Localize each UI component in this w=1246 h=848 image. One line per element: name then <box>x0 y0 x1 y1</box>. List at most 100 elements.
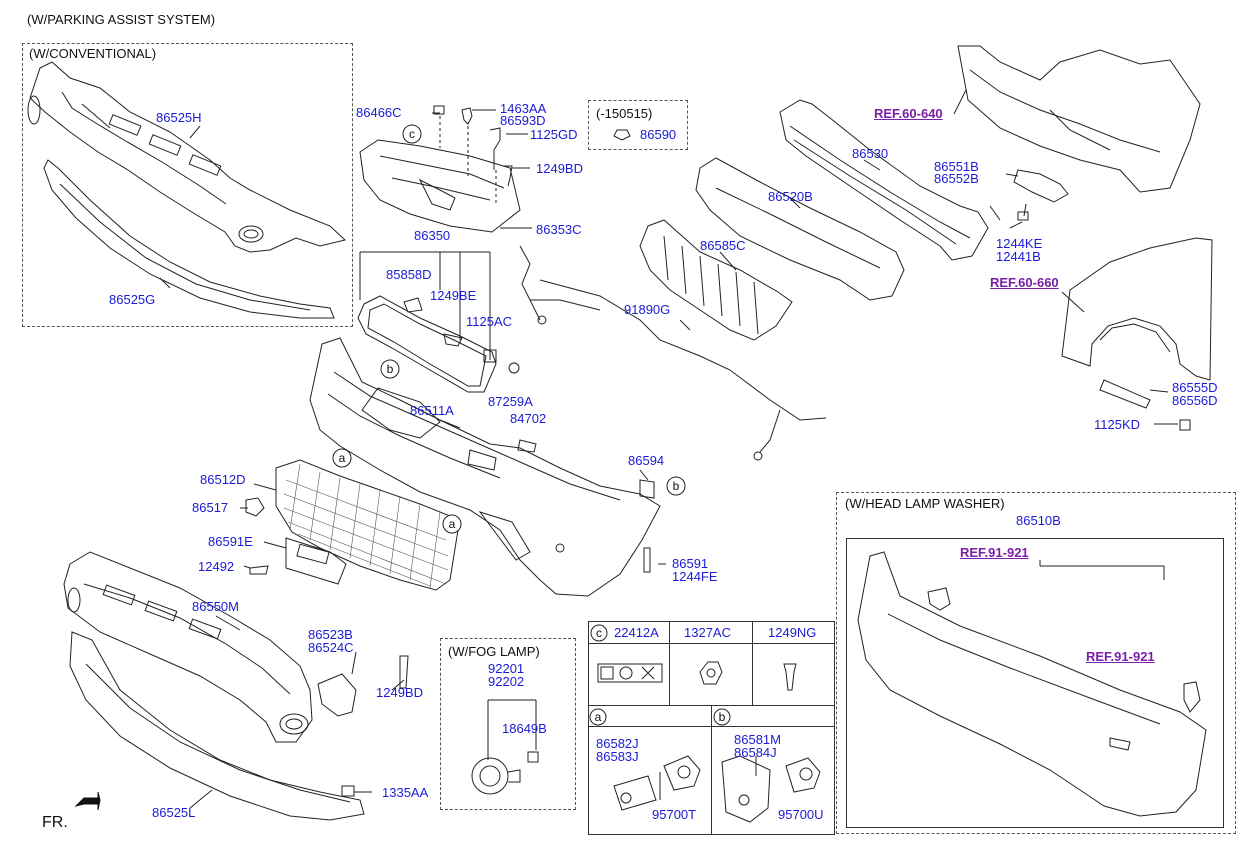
screw-icon <box>783 663 797 691</box>
part-92202[interactable]: 92202 <box>488 674 525 689</box>
section-date-range: (-150515) <box>596 106 653 121</box>
front-direction-label: FR. <box>42 814 68 831</box>
section-head-lamp-washer: (W/HEAD LAMP WASHER) <box>845 496 1005 511</box>
beam-86530 <box>779 99 989 261</box>
part-86510B[interactable]: 86510B <box>1016 513 1061 528</box>
table-col-1249NG[interactable]: 1249NG <box>768 625 817 640</box>
part-1249BE[interactable]: 1249BE <box>430 288 477 303</box>
callout-b-2: b <box>673 479 680 493</box>
part-91890G[interactable]: 91890G <box>624 302 671 317</box>
callout-a-2: a <box>449 517 456 531</box>
part-86594[interactable]: 86594 <box>628 453 665 468</box>
part-1249BD-top[interactable]: 1249BD <box>536 161 583 176</box>
part-86525L[interactable]: 86525L <box>152 805 196 820</box>
part-1125GD[interactable]: 1125GD <box>530 127 578 142</box>
part-86550M[interactable]: 86550M <box>192 599 239 614</box>
strip-86525G <box>43 159 335 319</box>
date-range-box <box>588 100 688 150</box>
part-86591E[interactable]: 86591E <box>208 534 253 549</box>
part-86517[interactable]: 86517 <box>192 500 229 515</box>
ref-91-921-a[interactable]: REF.91-921 <box>960 545 1029 560</box>
plate-86591E <box>285 537 347 585</box>
shield-86353C <box>359 139 521 233</box>
part-86511A[interactable]: 86511A <box>410 403 454 418</box>
fog-lamp <box>471 757 509 795</box>
part-85858D[interactable]: 85858D <box>386 267 432 282</box>
carrier-panel <box>957 45 1201 193</box>
bumper-86510B <box>857 551 1207 817</box>
part-86552B[interactable]: 86552B <box>934 171 979 186</box>
callout-b-1: b <box>387 362 394 376</box>
nut-icon <box>699 661 723 685</box>
callout-c-1: c <box>409 127 415 141</box>
head-lamp-washer-box <box>836 492 1236 834</box>
table-part-86584J[interactable]: 86584J <box>734 745 777 760</box>
table-part-95700U[interactable]: 95700U <box>778 807 824 822</box>
table-callout-c: c <box>596 626 602 640</box>
part-86524C[interactable]: 86524C <box>308 640 354 655</box>
cover-86525H <box>29 61 347 253</box>
part-86593D[interactable]: 86593D <box>500 113 546 128</box>
table-part-86581M[interactable]: 86581M <box>734 732 781 747</box>
front-arrow-icon <box>74 791 101 811</box>
part-86525H[interactable]: 86525H <box>156 110 202 125</box>
part-86555D[interactable]: 86555D <box>1172 380 1218 395</box>
part-92201[interactable]: 92201 <box>488 661 525 676</box>
section-fog-lamp: (W/FOG LAMP) <box>448 644 540 659</box>
fender <box>1061 237 1213 381</box>
bracket-86585C <box>639 219 793 341</box>
table-col-1327AC[interactable]: 1327AC <box>684 625 731 640</box>
part-12441B[interactable]: 12441B <box>996 249 1041 264</box>
table-part-95700T[interactable]: 95700T <box>652 807 697 822</box>
grille-mesh-86512D <box>275 459 459 591</box>
part-84702[interactable]: 84702 <box>510 411 547 426</box>
part-1125AC[interactable]: 1125AC <box>466 314 513 329</box>
sensor-95700U-icon <box>785 757 821 793</box>
part-87259A[interactable]: 87259A <box>488 394 533 409</box>
section-conventional: (W/CONVENTIONAL) <box>29 46 157 61</box>
part-86353C[interactable]: 86353C <box>536 222 582 237</box>
table-callout-b: b <box>719 710 726 724</box>
part-1335AA[interactable]: 1335AA <box>382 785 429 800</box>
ref-60-640[interactable]: REF.60-640 <box>874 106 943 121</box>
part-86530[interactable]: 86530 <box>852 146 889 161</box>
part-86585C[interactable]: 86585C <box>700 238 746 253</box>
grille-frame-86350 <box>357 295 497 393</box>
cover-86550M <box>63 551 313 743</box>
part-86520B[interactable]: 86520B <box>768 189 813 204</box>
part-1244KE[interactable]: 1244KE <box>996 236 1043 251</box>
wiring-91890G <box>519 245 827 453</box>
part-1249BD-bottom[interactable]: 1249BD <box>376 685 423 700</box>
part-86512D[interactable]: 86512D <box>200 472 246 487</box>
part-86590[interactable]: 86590 <box>640 127 677 142</box>
part-1125KD[interactable]: 1125KD <box>1094 417 1141 432</box>
absorber-86520B <box>695 157 905 301</box>
table-col-22412A[interactable]: 22412A <box>614 625 659 640</box>
ref-91-921-b[interactable]: REF.91-921 <box>1086 649 1155 664</box>
part-86591[interactable]: 86591 <box>672 556 709 571</box>
part-1463AA[interactable]: 1463AA <box>500 101 547 116</box>
ref-60-660[interactable]: REF.60-660 <box>990 275 1059 290</box>
table-part-86583J[interactable]: 86583J <box>596 749 639 764</box>
part-86551B[interactable]: 86551B <box>934 159 979 174</box>
page-title: (W/PARKING ASSIST SYSTEM) <box>27 12 216 27</box>
strip-86525L <box>69 631 365 821</box>
part-1244FE[interactable]: 1244FE <box>672 569 718 584</box>
table-part-86582J[interactable]: 86582J <box>596 736 639 751</box>
part-86523B[interactable]: 86523B <box>308 627 353 642</box>
part-86525G[interactable]: 86525G <box>109 292 156 307</box>
conventional-box <box>22 43 353 327</box>
part-86556D[interactable]: 86556D <box>1172 393 1218 408</box>
part-86466C[interactable]: 86466C <box>356 105 402 120</box>
part-86350[interactable]: 86350 <box>414 228 451 243</box>
head-lamp-washer-frame <box>846 538 1224 828</box>
table-callout-a: a <box>595 710 602 724</box>
part-18649B[interactable]: 18649B <box>502 721 547 736</box>
sensor-95700T-icon <box>663 755 701 791</box>
callout-a-1: a <box>339 451 346 465</box>
part-12492[interactable]: 12492 <box>198 559 235 574</box>
bracket-86523B <box>317 673 357 717</box>
fog-lamp-box <box>440 638 576 810</box>
